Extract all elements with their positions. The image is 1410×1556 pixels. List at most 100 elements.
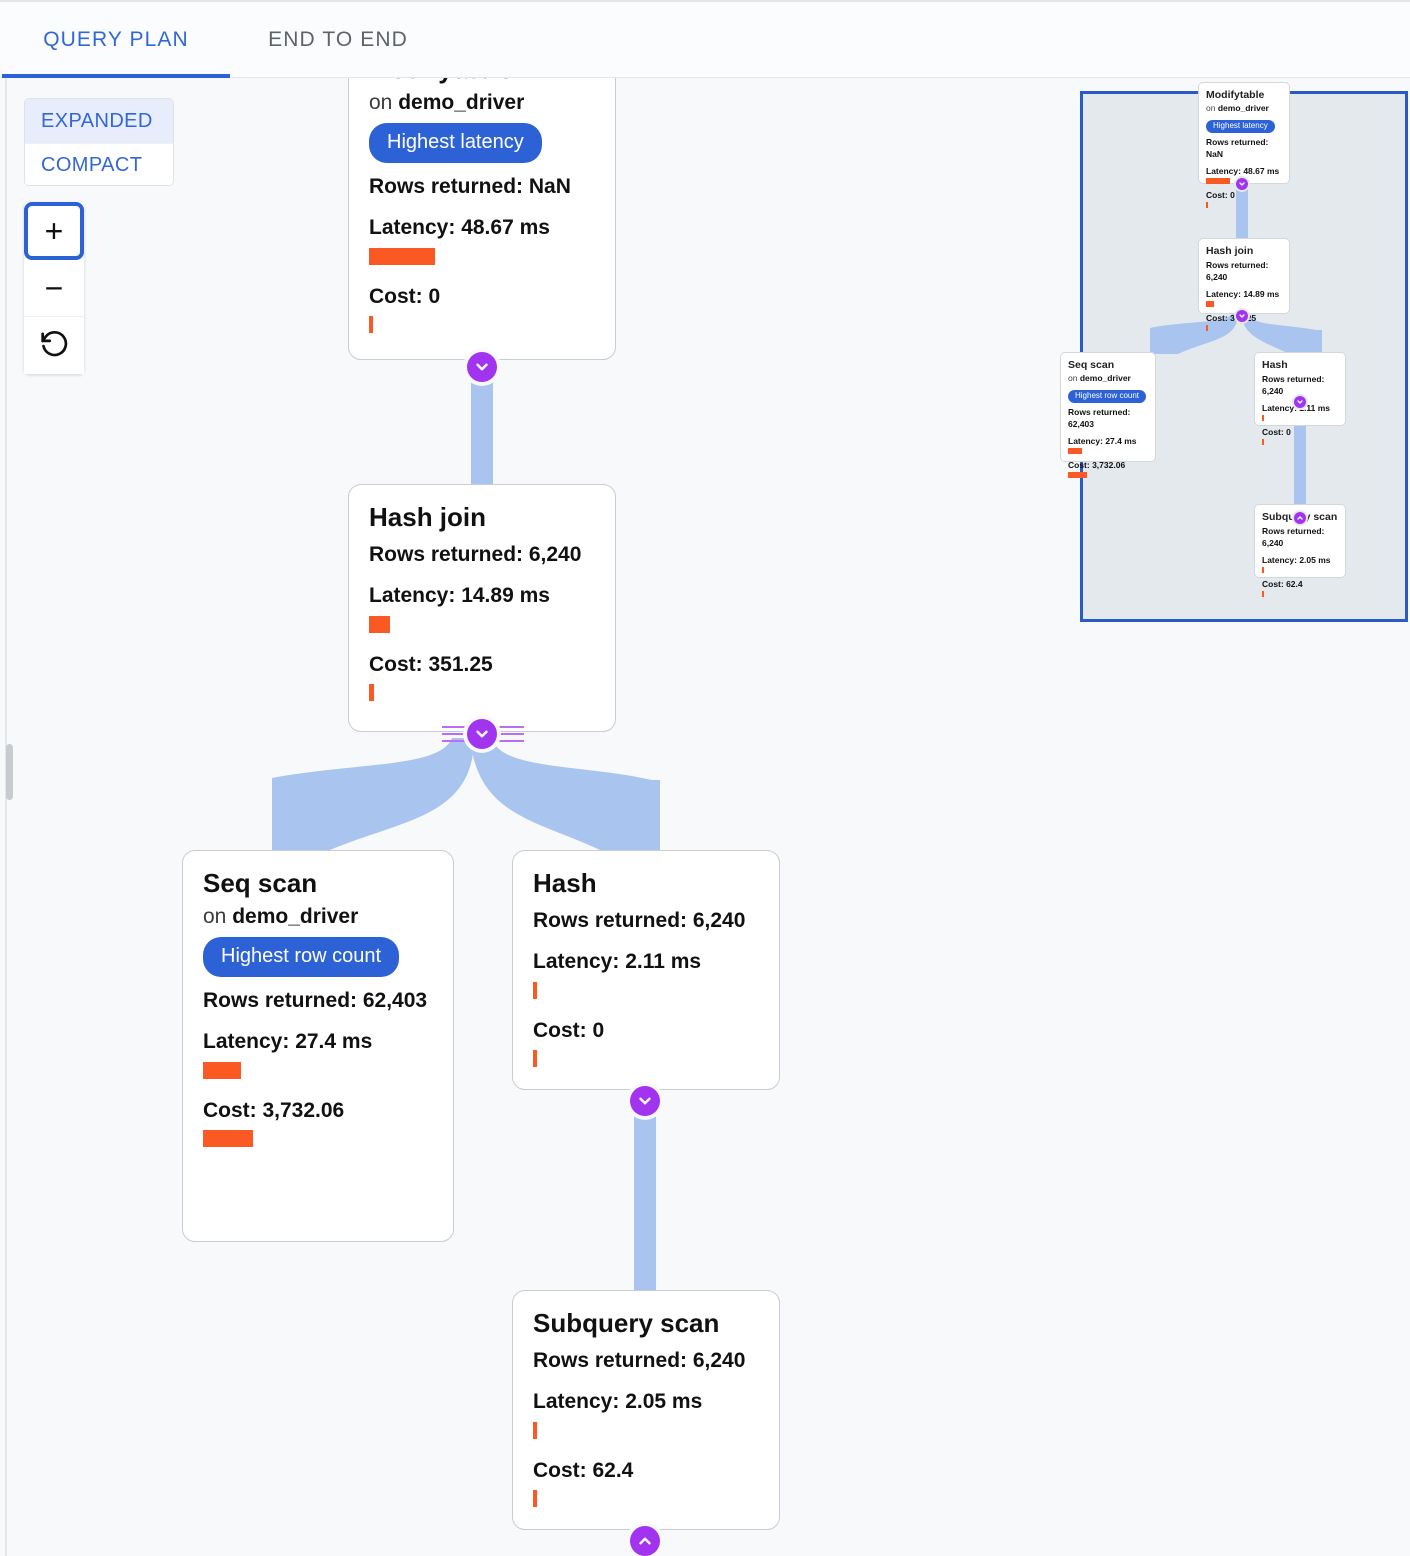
- latency-metric: Latency: 2.05 ms: [533, 1390, 703, 1414]
- plan-node-hash[interactable]: Hash Rows returned: 6,240 Latency: 2.11 …: [512, 850, 780, 1090]
- latency-metric: Latency: 14.89 ms: [1206, 288, 1280, 299]
- edge-hashjoin-hash: [470, 738, 660, 850]
- status-badge: Highest row count: [1068, 390, 1147, 403]
- collapse-handle-hash[interactable]: [630, 1086, 660, 1116]
- chevron-down-icon: [639, 1097, 651, 1105]
- cost-bar: [1262, 591, 1264, 598]
- view-mode-expanded-button[interactable]: EXPANDED: [25, 99, 173, 143]
- node-relation: on demo_driver: [1068, 373, 1148, 383]
- on-prefix: on: [369, 90, 393, 114]
- cost-bar: [1206, 202, 1208, 209]
- node-title: Hash join: [1206, 245, 1254, 257]
- spacer: [369, 570, 595, 580]
- minimap-node-hash: Hash Rows returned: 6,240 Latency: 2.11 …: [1254, 352, 1346, 446]
- cost-metric: Cost: 62.4: [1262, 578, 1303, 589]
- on-prefix: on: [203, 904, 227, 928]
- rows-returned-metric: Rows returned: 6,240: [369, 542, 582, 566]
- plan-node-seq-scan[interactable]: Seq scan on demo_driver Highest row coun…: [182, 850, 454, 1242]
- edge-hash-subqueryscan: [634, 1090, 656, 1296]
- latency-metric: Latency: 2.11 ms: [533, 950, 702, 974]
- cost-bar: [1262, 439, 1264, 446]
- minus-icon: −: [44, 270, 64, 306]
- tab-query-plan[interactable]: QUERY PLAN: [43, 28, 189, 51]
- latency-bar: [203, 1061, 241, 1079]
- chevron-up-icon: [1297, 516, 1303, 520]
- latency-bar: [533, 981, 537, 999]
- chevron-down-icon: [1239, 314, 1245, 318]
- cost-metric: Cost: 62.4: [533, 1458, 634, 1482]
- minimap-node-modifytable: Modifytable on demo_driver Highest laten…: [1198, 82, 1290, 209]
- chevron-down-icon: [1239, 182, 1245, 186]
- latency-metric: Latency: 14.89 ms: [369, 584, 550, 608]
- node-title: Subquery scan: [533, 1308, 720, 1338]
- zoom-reset-button[interactable]: [24, 317, 84, 374]
- status-badge: Highest row count: [203, 936, 400, 977]
- plan-node-subquery-scan[interactable]: Subquery scan Rows returned: 6,240 Laten…: [512, 1290, 780, 1530]
- minimap-edge-hash-subqueryscan: [1294, 401, 1306, 516]
- plan-node-modifytable[interactable]: Modifytable on demo_driver Highest laten…: [348, 78, 616, 360]
- rows-returned-metric: Rows returned: 62,403: [203, 988, 428, 1012]
- node-title: Seq scan: [203, 868, 318, 898]
- canvas-scrollbar-handle[interactable]: [6, 744, 13, 800]
- active-tab-indicator: [2, 74, 230, 78]
- cost-bar: [203, 1130, 253, 1148]
- cost-bar: [369, 684, 374, 702]
- zoom-out-button[interactable]: −: [24, 260, 84, 317]
- latency-metric: Latency: 2.11 ms: [1262, 402, 1331, 413]
- rows-returned-metric: Rows returned: 6,240: [533, 908, 746, 932]
- minimap-node-seq-scan: Seq scan on demo_driver Highest row coun…: [1060, 352, 1156, 479]
- cost-metric: Cost: 0: [369, 284, 441, 308]
- status-badge: Highest latency: [369, 122, 542, 163]
- chevron-down-icon: [476, 363, 488, 371]
- view-mode-toggle: EXPANDED COMPACT: [24, 98, 174, 186]
- spacer: [369, 202, 595, 212]
- latency-metric: Latency: 2.05 ms: [1262, 554, 1331, 565]
- minimap-node-hash-join: Hash join Rows returned: 6,240 Latency: …: [1198, 238, 1290, 332]
- rows-returned-metric: Rows returned: 6,240: [1262, 526, 1325, 549]
- cost-metric: Cost: 3,732.06: [203, 1098, 345, 1122]
- minimap-handle-hash: [1294, 396, 1306, 408]
- expand-handle-subqueryscan[interactable]: [630, 1526, 660, 1556]
- rows-returned-metric: Rows returned: 6,240: [1262, 374, 1325, 397]
- cost-bar: [533, 1490, 537, 1508]
- latency-bar: [1262, 566, 1264, 573]
- minimap-handle-subqueryscan: [1294, 512, 1306, 524]
- collapse-handle-modifytable[interactable]: [467, 352, 497, 382]
- spacer: [203, 1016, 433, 1026]
- chevron-down-icon: [1297, 400, 1303, 404]
- zoom-in-button[interactable]: +: [24, 202, 84, 260]
- on-prefix: on: [1206, 103, 1216, 113]
- node-relation: on demo_driver: [203, 905, 433, 929]
- tab-end-to-end[interactable]: END TO END: [268, 28, 408, 51]
- collapse-handle-hashjoin[interactable]: [467, 719, 497, 749]
- rows-returned-metric: Rows returned: NaN: [1206, 137, 1269, 160]
- minimap-edge-hashjoin-seqscan: [1150, 314, 1238, 354]
- zoom-controls: + −: [24, 202, 84, 374]
- node-title: Modifytable: [1206, 89, 1265, 101]
- minimap-edge-hashjoin-hash: [1242, 314, 1322, 356]
- rows-returned-metric: Rows returned: NaN: [369, 174, 571, 198]
- node-title: Seq scan: [1068, 359, 1115, 371]
- spacer: [533, 936, 759, 946]
- edge-hashjoin-seqscan: [272, 738, 474, 850]
- minimap-edge-modifytable-hashjoin: [1236, 183, 1248, 241]
- relation-name: demo_driver: [232, 904, 359, 928]
- minimap[interactable]: Modifytable on demo_driver Highest laten…: [1002, 78, 1410, 638]
- plan-node-hash-join[interactable]: Hash join Rows returned: 6,240 Latency: …: [348, 484, 616, 732]
- relation-name: demo_driver: [1079, 373, 1131, 383]
- cost-metric: Cost: 351.25: [369, 652, 493, 676]
- minimap-edge-layer: [1150, 183, 1322, 516]
- latency-metric: Latency: 27.4 ms: [1068, 435, 1137, 446]
- latency-bar: [369, 615, 390, 633]
- latency-bar: [1206, 300, 1214, 307]
- rows-returned-metric: Rows returned: 6,240: [533, 1348, 746, 1372]
- plus-icon: +: [44, 213, 64, 249]
- latency-metric: Latency: 27.4 ms: [203, 1030, 373, 1054]
- chevron-up-icon: [639, 1537, 651, 1545]
- query-plan-canvas[interactable]: EXPANDED COMPACT + −: [0, 78, 1410, 1556]
- node-relation: on demo_driver: [1206, 103, 1282, 113]
- node-relation: on demo_driver: [369, 91, 595, 115]
- node-title: Modifytable: [369, 78, 595, 85]
- view-mode-compact-button[interactable]: COMPACT: [25, 143, 173, 185]
- cost-bar: [369, 316, 373, 334]
